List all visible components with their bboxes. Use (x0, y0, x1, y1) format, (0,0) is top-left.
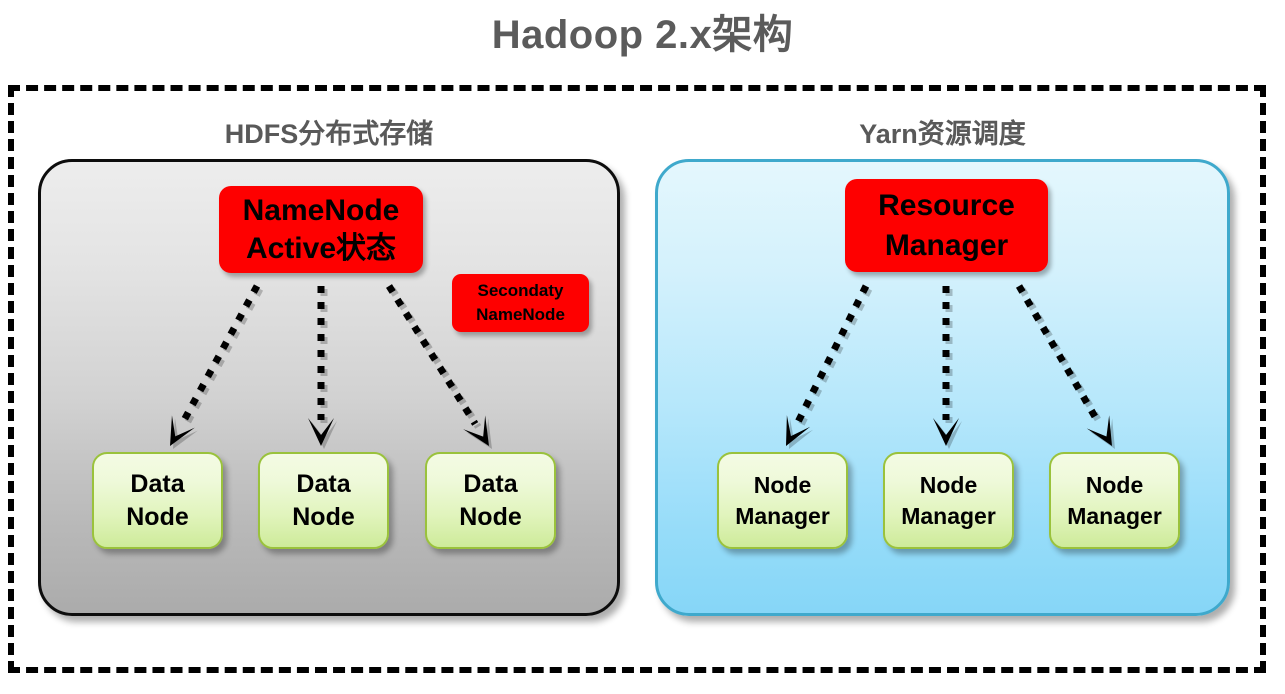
resourcemanager-box-line2: Manager (884, 228, 1009, 262)
secondary-namenode-box[interactable]: Secondaty NameNode (452, 274, 589, 332)
nodemanager-box-1-line2: Manager (735, 502, 830, 529)
datanode-box-2-line1: Data (296, 469, 351, 498)
datanode-box-1-line2: Node (126, 502, 189, 531)
datanode-box-2[interactable]: Data Node (258, 452, 389, 549)
datanode-box-1-line1: Data (130, 469, 185, 498)
nodemanager-box-2-line1: Node (919, 471, 978, 498)
nodemanager-box-2[interactable]: Node Manager (883, 452, 1014, 549)
nodemanager-box-3-line1: Node (1085, 471, 1144, 498)
nodemanager-box-1-line1: Node (753, 471, 812, 498)
resourcemanager-box-line1: Resource (878, 188, 1015, 222)
nodemanager-box-3-line2: Manager (1067, 502, 1162, 529)
namenode-box-line2: Active状态 (245, 231, 397, 265)
page-title: Hadoop 2.x架构 (491, 13, 794, 57)
resourcemanager-box[interactable]: Resource Manager (845, 179, 1048, 272)
datanode-box-3[interactable]: Data Node (425, 452, 556, 549)
secondary-namenode-line1: Secondaty (477, 281, 564, 300)
datanode-box-2-line2: Node (292, 502, 355, 531)
nodemanager-box-2-line2: Manager (901, 502, 996, 529)
datanode-box-1[interactable]: Data Node (92, 452, 223, 549)
section-caption-hdfs: HDFS分布式存储 (224, 119, 434, 149)
nodemanager-box-3[interactable]: Node Manager (1049, 452, 1180, 549)
datanode-box-3-line1: Data (463, 469, 518, 498)
section-caption-yarn: Yarn资源调度 (859, 119, 1026, 149)
secondary-namenode-line2: NameNode (476, 305, 565, 324)
nodemanager-box-1[interactable]: Node Manager (717, 452, 848, 549)
datanode-box-3-line2: Node (459, 502, 522, 531)
namenode-box-line1: NameNode (242, 193, 400, 227)
namenode-box[interactable]: NameNode Active状态 (219, 186, 423, 273)
outer-dashed-frame (8, 85, 1266, 673)
